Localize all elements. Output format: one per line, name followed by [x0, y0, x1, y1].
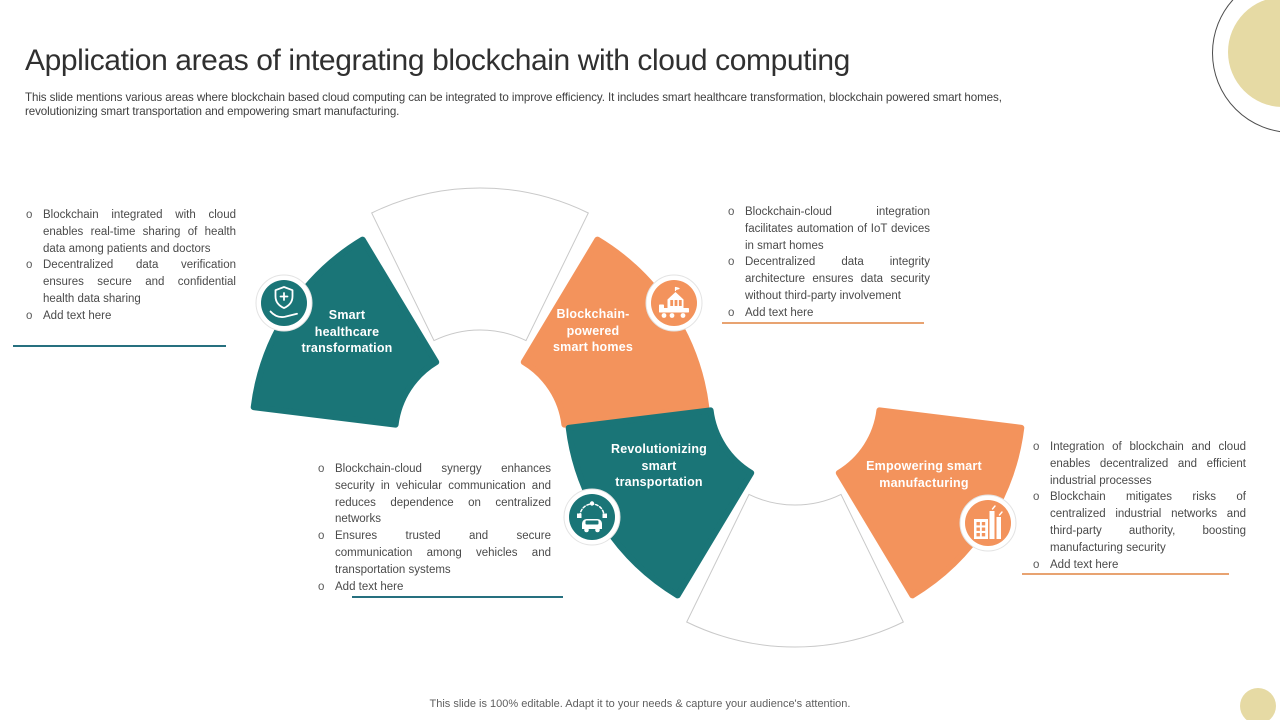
bullet-marker: o	[318, 580, 325, 593]
bullet-item: o Blockchain-cloud synergy enhances secu…	[318, 461, 551, 528]
truck-home-icon	[659, 286, 689, 318]
transportation-icon-badge	[563, 488, 621, 546]
empty-wedge-bottom	[686, 493, 904, 648]
footer-note: This slide is 100% editable. Adapt it to…	[429, 698, 851, 710]
healthcare-underline	[13, 345, 226, 347]
bullet-item: o Blockchain-cloud integration facilitat…	[728, 204, 930, 254]
manufacturing-wedge	[835, 407, 1025, 599]
bullet-item: o Add text here	[318, 579, 551, 596]
smart-homes-wedge	[520, 236, 710, 428]
transportation-underline	[352, 596, 563, 598]
healthcare-bullet-list: o Blockchain integrated with cloud enabl…	[26, 207, 236, 325]
manufacturing-bullet-list: o Integration of blockchain and cloud en…	[1033, 439, 1246, 573]
bullet-item: o Blockchain mitigates risks of centrali…	[1033, 489, 1246, 556]
healthcare-wedge-label: Smart healthcare transformation	[301, 308, 393, 355]
bullet-marker: o	[728, 206, 735, 218]
smart-homes-underline	[722, 322, 924, 324]
transportation-wedge	[565, 407, 755, 599]
transportation-wedge-label: Revolutionizing smart transportation	[610, 442, 708, 489]
bullet-marker: o	[318, 530, 325, 543]
healthcare-icon-badge	[255, 274, 313, 332]
bullet-item: o Blockchain integrated with cloud enabl…	[26, 207, 236, 257]
slide-title: Application areas of integrating blockch…	[25, 44, 850, 78]
decorative-beige-circle-bottom-right	[1240, 688, 1276, 720]
bullet-item: o Add text here	[1033, 557, 1246, 574]
bullet-item: o Add text here	[728, 305, 930, 322]
bullet-item: o Decentralized data verification ensure…	[26, 257, 236, 307]
bullet-item: o Add text here	[26, 308, 236, 325]
manufacturing-icon-badge	[959, 494, 1017, 552]
healthcare-wedge	[250, 236, 440, 428]
bullet-marker: o	[1033, 491, 1040, 504]
bullet-item: o Integration of blockchain and cloud en…	[1033, 439, 1246, 489]
bullet-marker: o	[728, 256, 735, 269]
bullet-marker: o	[318, 463, 325, 475]
bullet-item: o Ensures trusted and secure communicati…	[318, 528, 551, 578]
bullet-item: o Decentralized data integrity architect…	[728, 254, 930, 304]
bullet-marker: o	[26, 259, 33, 272]
bullet-marker: o	[728, 306, 735, 319]
slide-description: This slide mentions various areas where …	[25, 90, 1002, 119]
hand-shield-health-icon	[269, 286, 298, 318]
smart-homes-wedge-label: Blockchain- powered smart homes	[552, 307, 633, 354]
manufacturing-underline	[1022, 573, 1229, 575]
bullet-marker: o	[1033, 558, 1040, 571]
smart-homes-icon-badge	[645, 274, 703, 332]
connected-car-icon	[577, 501, 607, 533]
smart-homes-bullet-list: o Blockchain-cloud integration facilitat…	[728, 204, 930, 322]
empty-wedge-top	[371, 187, 589, 342]
transportation-bullet-list: o Blockchain-cloud synergy enhances secu…	[318, 461, 551, 595]
bullet-marker: o	[1033, 441, 1040, 453]
factory-icon	[974, 505, 1003, 539]
bullet-marker: o	[26, 209, 33, 221]
manufacturing-wedge-label: Empowering smart manufacturing	[866, 459, 982, 490]
bullet-marker: o	[26, 309, 33, 322]
